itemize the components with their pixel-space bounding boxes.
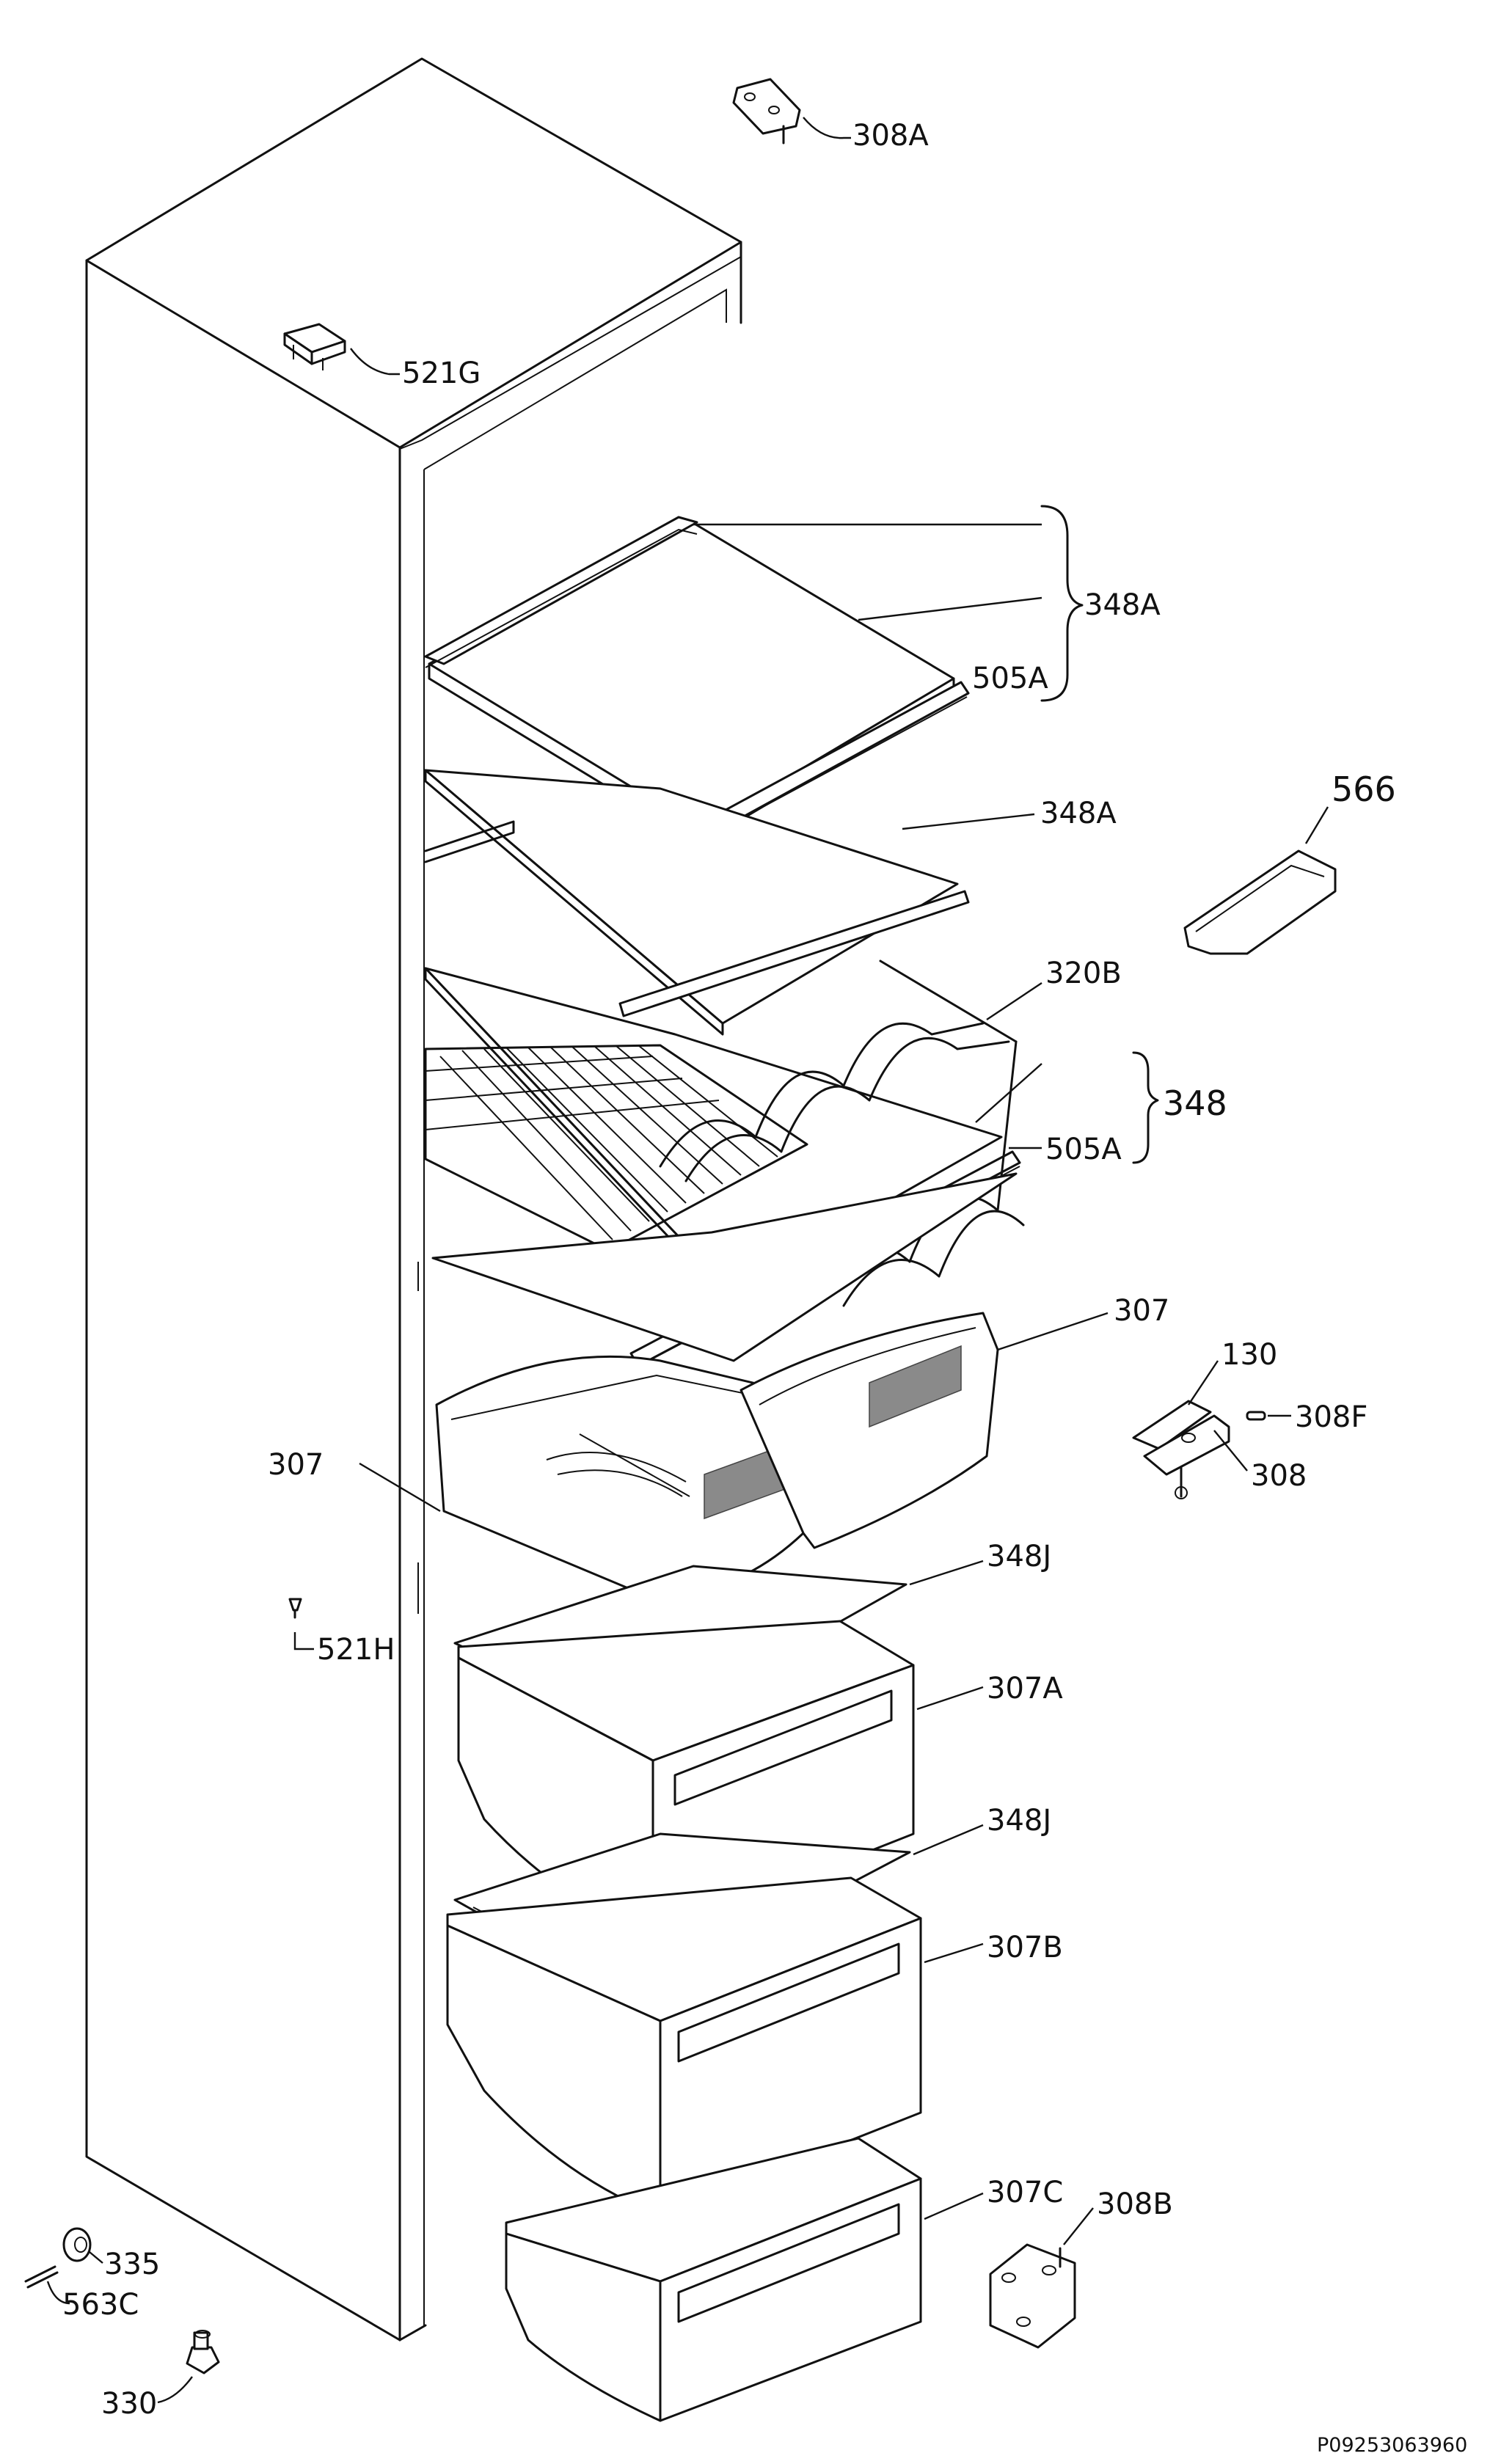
fridge-cabinet — [85, 57, 742, 2341]
label-563C: 563C — [62, 2288, 139, 2322]
label-307B: 307B — [987, 1931, 1063, 1964]
crisper-drawer-307-right — [739, 1312, 1109, 1549]
door-bracket-566 — [1183, 806, 1337, 955]
freezer-drawer-307B — [446, 1876, 984, 2217]
label-521G: 521G — [402, 357, 481, 390]
cover-cap-521G — [283, 323, 400, 376]
foot-and-spacer-parts — [24, 2227, 220, 2404]
label-348A-mid: 348A — [1040, 797, 1117, 830]
drawing-code: P09253063960 — [1317, 2434, 1467, 2457]
label-130: 130 — [1221, 1338, 1277, 1372]
glass-shelf-348A-mid — [424, 769, 1035, 1036]
label-307C: 307C — [987, 2176, 1063, 2209]
freezer-drawer-307C — [505, 2137, 984, 2422]
label-348A-top: 348A — [1084, 588, 1161, 622]
label-348J-a: 348J — [987, 1540, 1051, 1573]
wire-grid-bars — [425, 1045, 778, 1240]
label-308B: 308B — [1097, 2187, 1173, 2221]
screw-521H — [288, 1598, 314, 1650]
top-hinge-308A — [732, 78, 851, 145]
label-521H: 521H — [317, 1633, 395, 1667]
bottom-hinge-308B — [989, 2207, 1094, 2349]
label-566: 566 — [1332, 769, 1396, 809]
label-320B: 320B — [1045, 957, 1122, 990]
label-505A-low: 505A — [1045, 1133, 1122, 1166]
label-348: 348 — [1163, 1083, 1227, 1123]
label-307-left: 307 — [268, 1448, 324, 1482]
label-307A: 307A — [987, 1672, 1063, 1706]
label-505A-top: 505A — [972, 662, 1048, 695]
label-307-right: 307 — [1114, 1294, 1169, 1328]
glass-shelf-lower — [431, 1172, 1018, 1362]
label-308F: 308F — [1295, 1400, 1367, 1434]
label-308A: 308A — [852, 119, 929, 153]
label-330: 330 — [101, 2387, 157, 2421]
middle-hinge-assembly — [1132, 1360, 1291, 1499]
callout-labels: 308A 521G 348A 505A 566 348A 320B 348 50… — [62, 119, 1467, 2457]
label-308: 308 — [1251, 1459, 1307, 1493]
label-348J-b: 348J — [987, 1804, 1051, 1838]
label-335: 335 — [104, 2248, 160, 2281]
